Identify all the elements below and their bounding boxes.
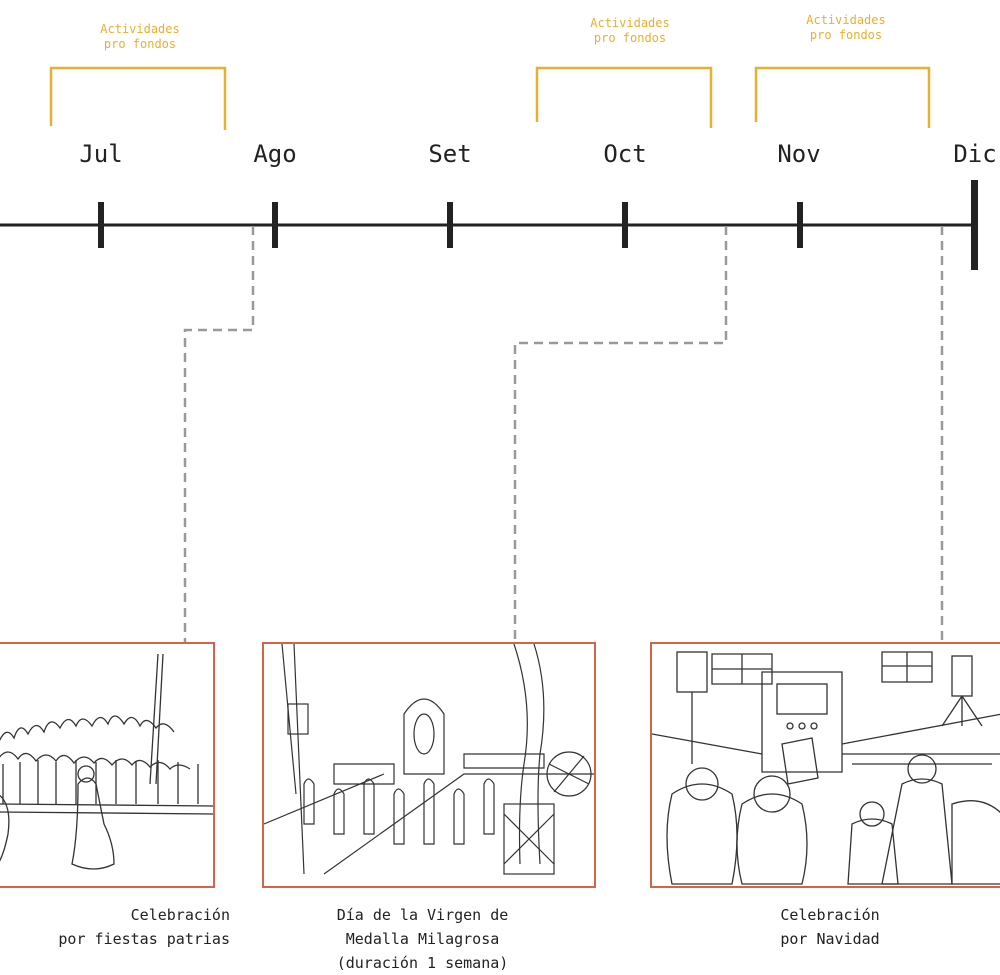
bracket-nov xyxy=(754,66,931,128)
month-label-jul: Jul xyxy=(79,140,123,168)
caption-line: (duración 1 semana) xyxy=(336,954,509,972)
caption-navidad: Celebración por Navidad xyxy=(720,903,940,951)
month-label-set: Set xyxy=(428,140,472,168)
bracket-label-line2: pro fondos xyxy=(809,28,883,42)
caption-fiestas-patrias: Celebración por fiestas patrias xyxy=(5,903,230,951)
bracket-label-line2: pro fondos xyxy=(593,31,667,45)
caption-line: Día de la Virgen de xyxy=(336,906,509,924)
caption-line: Medalla Milagrosa xyxy=(345,930,500,948)
bracket-jul xyxy=(49,66,227,130)
fiestas-patrias-sketch xyxy=(0,653,213,870)
month-label-oct: Oct xyxy=(603,140,647,168)
bracket-label-jul: Actividades pro fondos xyxy=(70,22,210,52)
bracket-oct xyxy=(535,66,713,128)
caption-line: Celebración xyxy=(130,906,230,924)
connector-fiestas xyxy=(183,226,255,642)
bracket-label-line1: Actividades xyxy=(806,13,886,27)
bracket-label-nov: Actividades pro fondos xyxy=(776,13,916,43)
bracket-label-line1: Actividades xyxy=(590,16,670,30)
navidad-stage-sketch xyxy=(652,651,1000,885)
tick-oct xyxy=(622,202,628,248)
tick-set xyxy=(447,202,453,248)
virgen-procession-sketch xyxy=(264,644,594,875)
caption-line: Celebración xyxy=(780,906,880,924)
bracket-label-oct: Actividades pro fondos xyxy=(560,16,700,46)
tick-jul xyxy=(98,202,104,248)
month-label-dic: Dic xyxy=(953,140,997,168)
tick-nov xyxy=(797,202,803,248)
tick-ago xyxy=(272,202,278,248)
tick-dic xyxy=(971,180,978,270)
caption-virgen-medalla: Día de la Virgen de Medalla Milagrosa (d… xyxy=(300,903,545,975)
caption-line: por Navidad xyxy=(780,930,880,948)
month-label-ago: Ago xyxy=(253,140,297,168)
photo-fiestas-patrias xyxy=(0,642,215,888)
caption-line: por fiestas patrias xyxy=(58,930,230,948)
photo-virgen-medalla xyxy=(262,642,596,888)
bracket-label-line2: pro fondos xyxy=(103,37,177,51)
connector-virgen xyxy=(513,226,728,642)
month-label-nov: Nov xyxy=(777,140,821,168)
photo-navidad xyxy=(650,642,1000,888)
bracket-label-line1: Actividades xyxy=(100,22,180,36)
